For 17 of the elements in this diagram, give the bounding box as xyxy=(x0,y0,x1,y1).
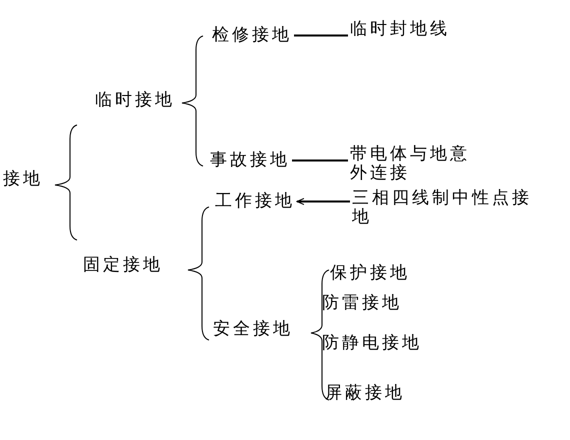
node-label: 接地 xyxy=(3,170,43,189)
node-label: 工作接地 xyxy=(215,192,295,211)
node-label: 临时接地 xyxy=(95,91,175,110)
node-label: 事故接地 xyxy=(210,151,290,170)
node-label: 固定接地 xyxy=(83,256,163,275)
node-label: 保护接地 xyxy=(330,264,410,283)
connector-line xyxy=(296,198,350,205)
node-label: 屏蔽接地 xyxy=(325,384,405,403)
node-label: 防静电接地 xyxy=(322,334,422,353)
node-label: 安全接地 xyxy=(213,320,293,339)
connector-line xyxy=(292,160,348,162)
node-label: 检修接地 xyxy=(212,26,292,45)
node-label: 临时封地线 xyxy=(350,20,450,39)
node-label: 带电体与地意外连接 xyxy=(350,145,472,183)
node-label: 三相四线制中性点接地 xyxy=(352,189,544,227)
node-label: 防雷接地 xyxy=(322,294,402,313)
connector-line xyxy=(294,34,348,36)
